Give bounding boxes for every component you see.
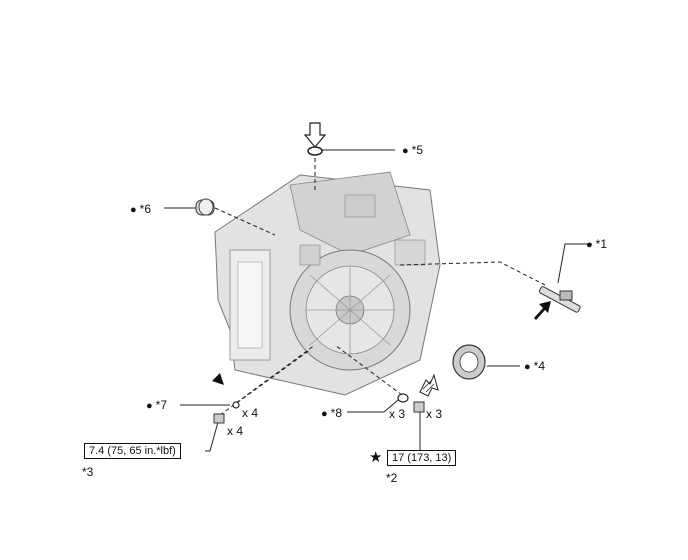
plug-part xyxy=(213,413,225,424)
callout-6: ●*6 xyxy=(130,202,151,216)
callout-1: ●*1 xyxy=(586,237,607,251)
bushing-part xyxy=(195,198,215,216)
bullet-icon: ● xyxy=(146,400,153,412)
o-ring-part xyxy=(232,401,240,409)
star-icon: ★ xyxy=(369,449,383,466)
sensor-part xyxy=(538,286,581,313)
gasket-part xyxy=(307,146,323,156)
arrow-solid-icon-left xyxy=(208,369,224,385)
callout-4: ●*4 xyxy=(524,359,545,373)
oil-seal-part xyxy=(452,344,486,380)
assembly-lines xyxy=(214,158,546,416)
hatched-arrow-icon xyxy=(419,373,439,397)
callout-8: ●*8 xyxy=(321,406,342,420)
callout-5: ●*5 xyxy=(402,143,423,157)
callout-3: *3 xyxy=(82,465,94,479)
quantity-8: x 3 xyxy=(389,407,406,421)
bullet-icon: ● xyxy=(130,204,137,216)
transaxle-housing xyxy=(214,171,441,396)
bullet-icon: ● xyxy=(321,408,328,420)
callout-2: *2 xyxy=(386,471,398,485)
leader-lines xyxy=(164,149,592,452)
bullet-icon: ● xyxy=(524,361,531,373)
quantity-3: x 4 xyxy=(227,424,244,438)
torque-spec-left: 7.4 (75, 65 in.*lbf) xyxy=(84,443,181,459)
bullet-icon: ● xyxy=(402,145,409,157)
quantity-7: x 4 xyxy=(242,406,259,420)
drain-plug-part xyxy=(413,401,425,413)
arrow-solid-icon xyxy=(534,301,551,320)
arrow-down-icon xyxy=(303,122,327,148)
gasket-small-part xyxy=(397,393,409,403)
bullet-icon: ● xyxy=(586,239,593,251)
callout-7: ●*7 xyxy=(146,398,167,412)
quantity-2: x 3 xyxy=(426,407,443,421)
torque-spec-right: 17 (173, 13) xyxy=(387,450,457,466)
